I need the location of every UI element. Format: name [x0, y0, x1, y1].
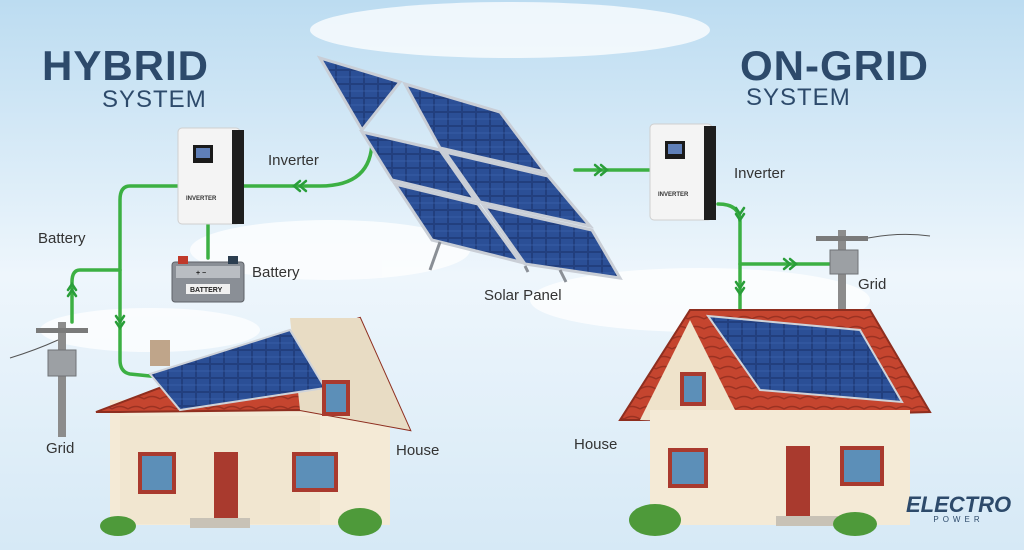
label-battery-left: Battery [38, 230, 86, 247]
ongrid-title: ON-GRID [740, 42, 929, 89]
arrow-icon [114, 314, 126, 331]
house-icon [618, 309, 932, 536]
arrow-icon [593, 163, 609, 177]
battery-text: BATTERY [190, 287, 223, 294]
solar-panel-icon [316, 55, 623, 283]
label-grid-left: Grid [46, 440, 75, 457]
clouds [40, 2, 870, 352]
house-icon [95, 316, 412, 536]
label-inverter-left: Inverter [268, 152, 319, 169]
arrow-icon [734, 206, 746, 223]
label-battery-center: Battery [252, 264, 300, 281]
hybrid-subtitle: SYSTEM [102, 86, 207, 113]
label-house-right: House [574, 436, 618, 453]
inverter-icon: INVERTER [649, 123, 716, 221]
arrow-icon [66, 281, 78, 298]
hybrid-title: HYBRID [42, 42, 210, 89]
brand-tagline: POWER [933, 515, 984, 524]
inverter-icon: INVERTER [177, 127, 244, 225]
utility-pole-icon [816, 230, 931, 312]
inverter-text: INVERTER [186, 196, 217, 202]
arrow-icon [782, 257, 798, 271]
brand-name: ELECTRO [906, 492, 1012, 517]
ongrid-subtitle: SYSTEM [746, 84, 851, 111]
arrow-icon [734, 280, 746, 297]
battery-icon: + − BATTERY [171, 256, 245, 303]
battery-terminals: + − [196, 270, 206, 277]
inverter-text: INVERTER [658, 192, 689, 198]
arrow-icon [292, 179, 308, 193]
arrow-icons [66, 163, 798, 331]
label-house-left: House [396, 442, 440, 459]
label-inverter-right: Inverter [734, 165, 785, 182]
brand-logo: ELECTRO POWER [906, 492, 1011, 524]
utility-pole-icon [9, 322, 88, 437]
label-solar-panel: Solar Panel [484, 287, 562, 304]
label-grid-right: Grid [858, 276, 887, 293]
